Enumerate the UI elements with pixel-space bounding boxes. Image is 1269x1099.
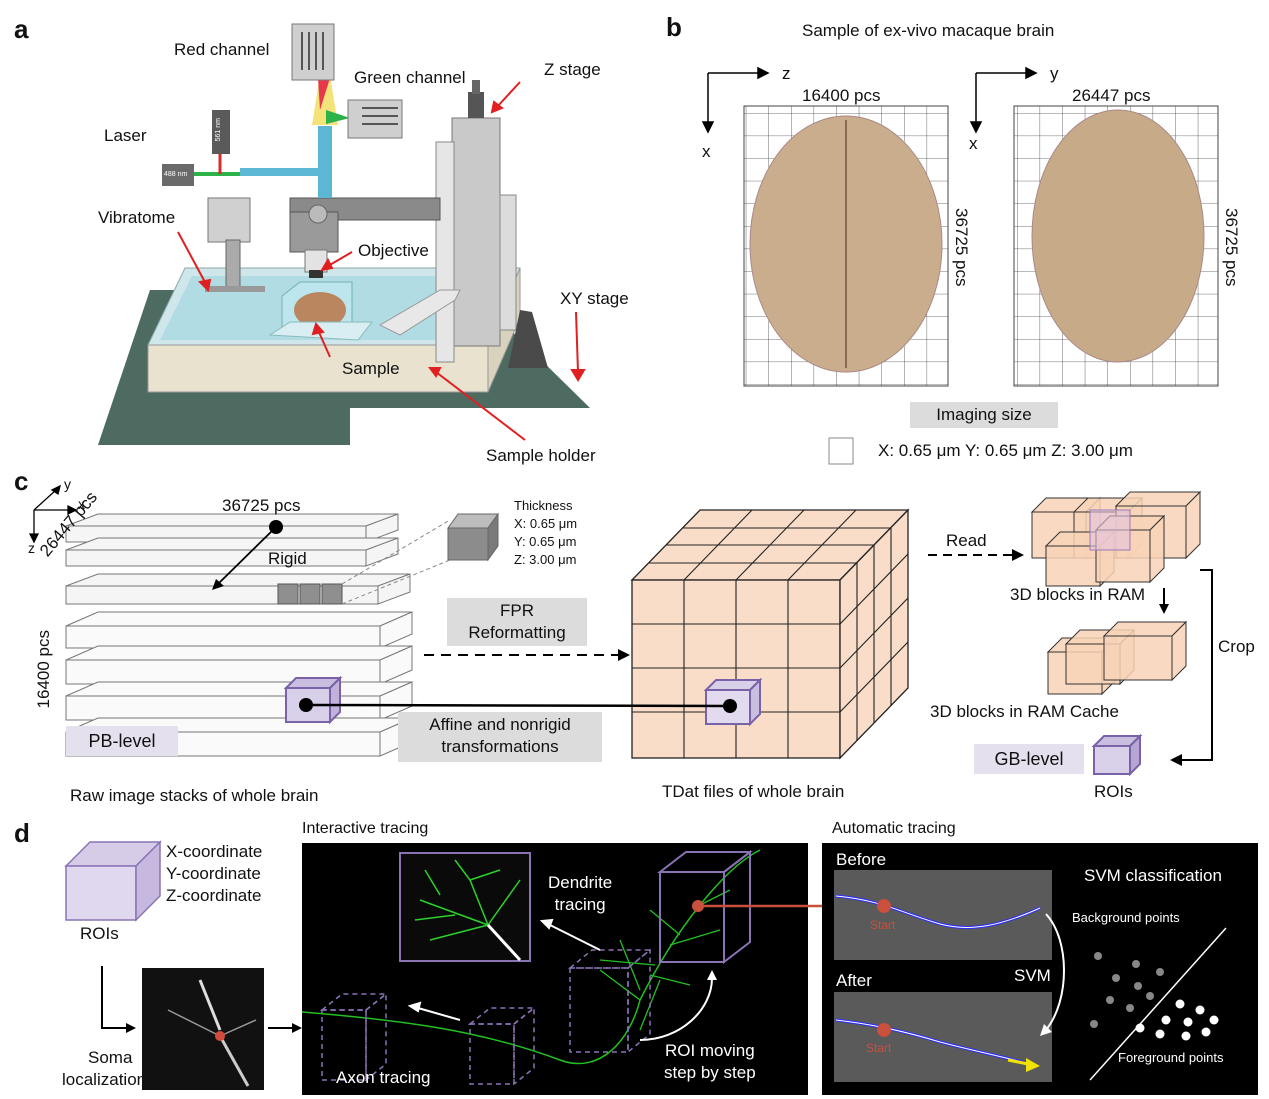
dendrite-line2: tracing	[554, 895, 606, 914]
panel-label-b: b	[666, 12, 682, 42]
y-coordinate-label: Y-coordinate	[166, 864, 261, 883]
rigid-label: Rigid	[268, 549, 307, 568]
sample-label: Sample	[342, 359, 400, 378]
affine-line2: transformations	[441, 737, 559, 756]
sample-holder-label: Sample holder	[486, 446, 596, 465]
panel-b-left-axis-h: z	[782, 64, 791, 83]
thickness-x: X: 0.65 μm	[514, 516, 578, 531]
thickness-legend: Thickness X: 0.65 μm Y: 0.65 μm Z: 3.00 …	[514, 497, 577, 569]
start-label-after: Start	[866, 1041, 892, 1055]
vibratome-label: Vibratome	[98, 208, 176, 227]
blocks-cache-label: 3D blocks in RAM Cache	[930, 702, 1119, 721]
imaging-size-box: Imaging size	[910, 402, 1058, 428]
affine-line1: Affine and nonrigid	[429, 715, 571, 734]
red-channel-label: Red channel	[174, 40, 270, 59]
start-label-before: Start	[870, 918, 896, 932]
foreground-points-label: Foreground points	[1118, 1050, 1224, 1065]
z-stage-label: Z stage	[544, 60, 601, 79]
fpr-line2: Reformatting	[468, 623, 566, 642]
thickness-title: Thickness	[514, 498, 573, 513]
laser-488-label: 488 nm	[164, 171, 188, 178]
panel-label-d: d	[14, 818, 30, 848]
panel-label-a: a	[14, 14, 29, 44]
crop-label: Crop	[1218, 637, 1255, 656]
laser-label: Laser	[104, 126, 147, 145]
affine-box: Affine and nonrigid transformations	[398, 712, 602, 762]
dendrite-tracing-label: Dendrite tracing	[548, 872, 612, 916]
panel-c-axis-y: y	[64, 476, 71, 492]
x-coordinate-label: X-coordinate	[166, 842, 263, 861]
background-points-label: Background points	[1072, 910, 1180, 925]
automatic-title: Automatic tracing	[832, 820, 956, 837]
roi-moving-label: ROI moving step by step	[664, 1040, 756, 1084]
roi-move-line1: ROI moving	[664, 1041, 755, 1060]
panel-b-left-width: 16400 pcs	[802, 86, 881, 105]
panel-c-rois-label: ROIs	[1094, 782, 1133, 801]
z-coordinate-label: Z-coordinate	[166, 886, 262, 905]
pb-level-box: PB-level	[66, 726, 178, 756]
panel-b-left-axis-v: x	[702, 142, 711, 161]
blocks-ram-label: 3D blocks in RAM	[1010, 585, 1146, 604]
xy-stage-label: XY stage	[560, 289, 629, 308]
panel-c-width: 36725 pcs	[222, 496, 301, 515]
svm-label: SVM	[1014, 966, 1051, 985]
read-label: Read	[946, 531, 987, 550]
before-label: Before	[836, 850, 887, 869]
dendrite-line1: Dendrite	[548, 873, 613, 892]
panel-b-right-axis-h: y	[1050, 64, 1059, 83]
thickness-y: Y: 0.65 μm	[514, 534, 577, 549]
panel-b-left-height: 36725 pcs	[952, 208, 971, 287]
fpr-box: FPR Reformatting	[447, 598, 587, 646]
panel-label-c: c	[14, 466, 29, 496]
panel-c-axis-x: x	[78, 496, 85, 512]
soma-line1: Soma	[88, 1048, 133, 1067]
panel-d-rois-label: ROIs	[80, 924, 119, 943]
panel-b-right-width: 26447 pcs	[1072, 86, 1151, 105]
interactive-title: Interactive tracing	[302, 820, 429, 837]
voxel-size-text: X: 0.65 μm Y: 0.65 μm Z: 3.00 μm	[878, 441, 1133, 460]
thickness-z: Z: 3.00 μm	[514, 552, 577, 567]
green-channel-label: Green channel	[354, 68, 466, 87]
tdat-caption: TDat files of whole brain	[662, 782, 845, 801]
soma-line2: localization	[62, 1070, 147, 1089]
raw-stacks-caption: Raw image stacks of whole brain	[70, 786, 319, 805]
fpr-line1: FPR	[500, 601, 534, 620]
panel-b-right-height: 36725 pcs	[1222, 208, 1241, 287]
panel-c-axis-z: z	[28, 540, 35, 556]
axon-tracing-label: Axon tracing	[336, 1068, 431, 1087]
panel-b-right-axis-v: x	[969, 134, 978, 153]
after-label: After	[836, 971, 872, 990]
roi-move-line2: step by step	[664, 1063, 756, 1082]
gb-level-box: GB-level	[974, 744, 1084, 774]
panel-b-title: Sample of ex-vivo macaque brain	[802, 21, 1055, 40]
svm-classification-title: SVM classification	[1084, 866, 1222, 885]
objective-label: Objective	[358, 241, 429, 260]
